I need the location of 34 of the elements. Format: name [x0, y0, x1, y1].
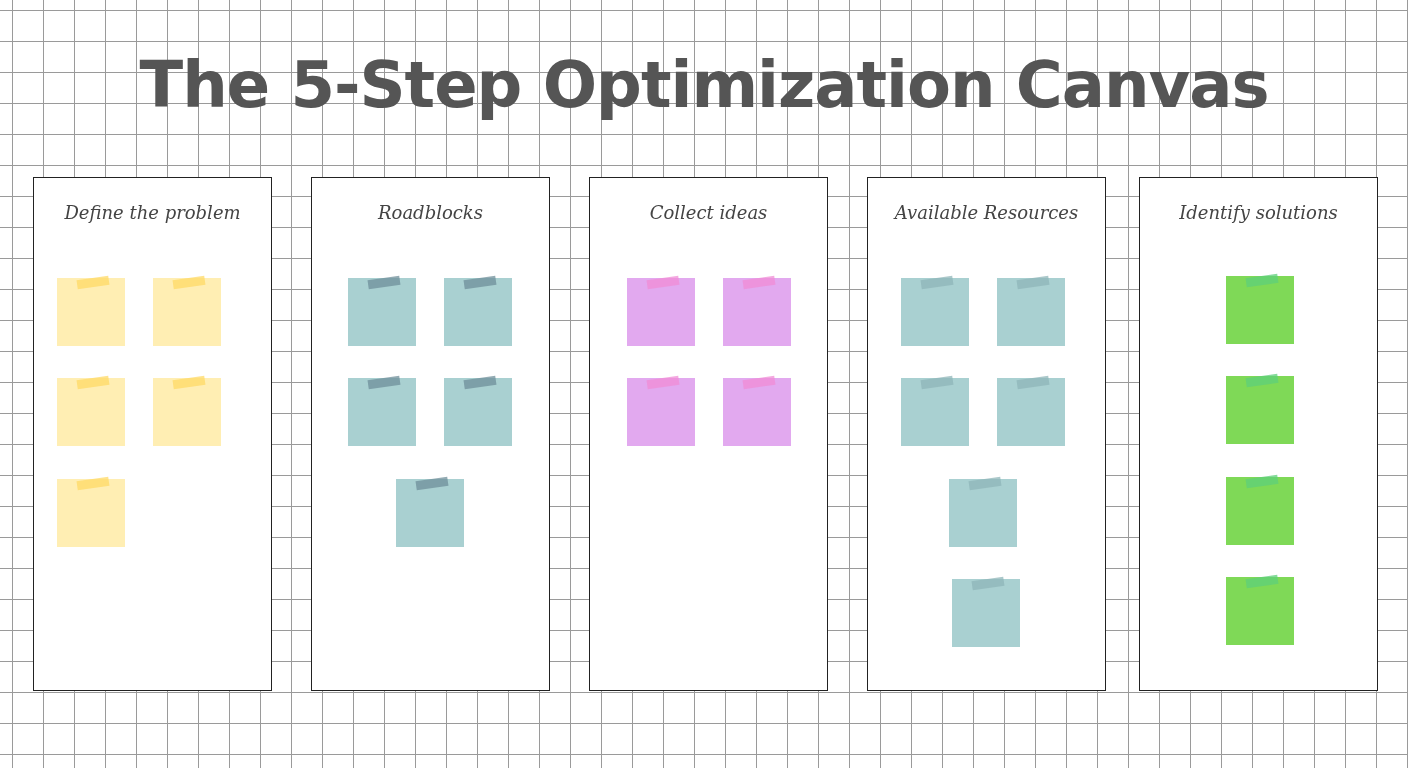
sticky-note [1226, 376, 1294, 444]
sticky-note [1226, 276, 1294, 344]
column-heading: Roadblocks [376, 202, 484, 223]
sticky-note [901, 378, 969, 446]
sticky-note [444, 378, 512, 446]
sticky-note [952, 579, 1020, 647]
column-heading: Collect ideas [648, 202, 769, 223]
column-panel [1139, 177, 1378, 691]
column-heading: Identify solutions [1178, 202, 1339, 223]
sticky-note [723, 378, 791, 446]
sticky-note [57, 479, 125, 547]
sticky-note [57, 378, 125, 446]
sticky-note [627, 378, 695, 446]
sticky-note [723, 278, 791, 346]
sticky-note [997, 378, 1065, 446]
sticky-note [348, 378, 416, 446]
column-heading: Define the problem [63, 202, 242, 223]
column-heading: Available Resources [892, 202, 1080, 223]
sticky-note [1226, 577, 1294, 645]
column-panel [867, 177, 1106, 691]
sticky-note [348, 278, 416, 346]
sticky-note [949, 479, 1017, 547]
sticky-note [627, 278, 695, 346]
sticky-note [444, 278, 512, 346]
column-panel [311, 177, 550, 691]
column-panel [589, 177, 828, 691]
sticky-note [153, 278, 221, 346]
sticky-note [153, 378, 221, 446]
sticky-note [57, 278, 125, 346]
sticky-note [997, 278, 1065, 346]
sticky-note [396, 479, 464, 547]
column-panel [33, 177, 272, 691]
sticky-note [1226, 477, 1294, 545]
sticky-note [901, 278, 969, 346]
